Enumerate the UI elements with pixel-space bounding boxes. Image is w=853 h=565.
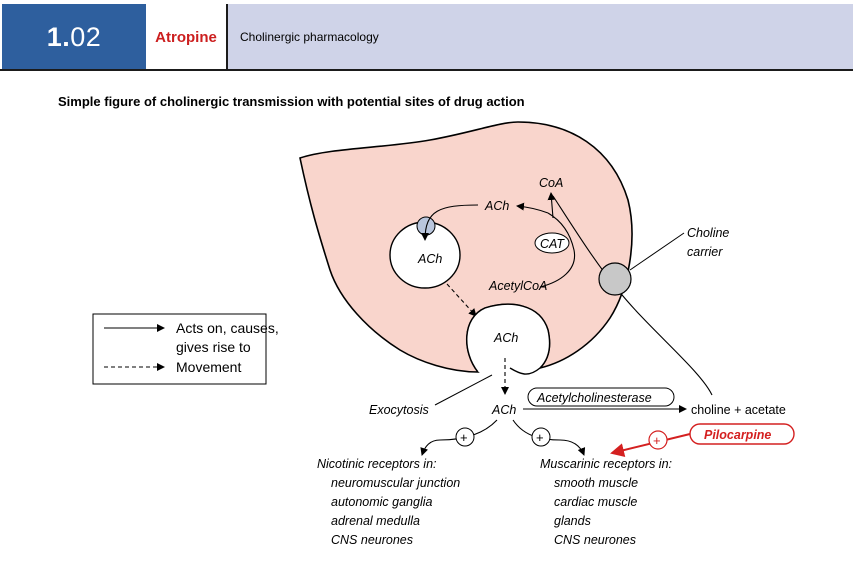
muscarinic-title: Muscarinic receptors in: bbox=[540, 457, 672, 471]
nicotinic-item-2: adrenal medulla bbox=[331, 514, 420, 528]
label-choline-acetate: choline + acetate bbox=[691, 403, 786, 417]
drug-name: Atropine bbox=[146, 4, 226, 70]
label-choline-carrier-1: Choline bbox=[687, 226, 729, 240]
nicotinic-item-1: autonomic ganglia bbox=[331, 495, 433, 509]
legend-movement: Movement bbox=[176, 359, 241, 375]
section-number-main: 1. bbox=[46, 21, 71, 52]
acetylcholinesterase-box bbox=[527, 387, 675, 407]
legend-box bbox=[92, 313, 267, 385]
pilocarpine-plus: + bbox=[653, 433, 661, 448]
muscarinic-item-1: cardiac muscle bbox=[554, 495, 637, 509]
nicotinic-plus-circle bbox=[455, 427, 475, 447]
label-ach-top: ACh bbox=[484, 199, 509, 213]
figure-title: Simple figure of cholinergic transmissio… bbox=[58, 94, 525, 109]
muscarinic-branch-arrow bbox=[512, 419, 586, 456]
label-pilocarpine: Pilocarpine bbox=[704, 428, 771, 442]
cat-enzyme bbox=[534, 232, 570, 254]
label-acetylcholinesterase: Acetylcholinesterase bbox=[536, 391, 652, 405]
coa-arrow bbox=[547, 192, 556, 219]
muscarinic-item-2: glands bbox=[554, 514, 591, 528]
section-number: 1.02 bbox=[2, 4, 146, 70]
cat-to-ach-arrow bbox=[516, 202, 549, 214]
label-exocytosis: Exocytosis bbox=[369, 403, 429, 417]
pilocarpine-plus-circle bbox=[648, 430, 668, 450]
exocytosis-vesicle bbox=[466, 303, 551, 375]
nicotinic-branch-arrow bbox=[420, 419, 498, 456]
legend-acts-on-line1: Acts on, causes, bbox=[176, 320, 279, 336]
muscarinic-plus: + bbox=[536, 430, 544, 445]
exocytosis-leader bbox=[434, 374, 493, 406]
muscarinic-plus-circle bbox=[531, 427, 551, 447]
label-choline-carrier-2: carrier bbox=[687, 245, 723, 259]
label-coa: CoA bbox=[539, 176, 563, 190]
nicotinic-title: Nicotinic receptors in: bbox=[317, 457, 437, 471]
nicotinic-plus: + bbox=[460, 430, 468, 445]
label-cat: CAT bbox=[540, 237, 565, 251]
carrier-leader-line bbox=[629, 232, 685, 271]
header-rule bbox=[0, 69, 853, 71]
page-header: 1.02 Atropine Cholinergic pharmacology bbox=[0, 0, 853, 72]
topic-title: Cholinergic pharmacology bbox=[228, 4, 853, 70]
header-divider bbox=[226, 4, 228, 70]
muscarinic-item-0: smooth muscle bbox=[554, 476, 638, 490]
muscarinic-item-3: CNS neurones bbox=[554, 533, 636, 547]
label-acetylcoa: AcetylCoA bbox=[488, 279, 547, 293]
nicotinic-item-3: CNS neurones bbox=[331, 533, 413, 547]
section-number-sub: 02 bbox=[70, 21, 102, 52]
ach-to-vesicle-arrow bbox=[421, 204, 479, 241]
choline-carrier bbox=[598, 262, 632, 296]
legend-acts-on-line2: gives rise to bbox=[176, 339, 251, 355]
label-ach-exo: ACh bbox=[493, 331, 518, 345]
vesicle-movement-arrow bbox=[446, 283, 477, 317]
acetylcoa-cycle bbox=[539, 212, 576, 288]
label-ach-cleft: ACh bbox=[491, 403, 516, 417]
nicotinic-item-0: neuromuscular junction bbox=[331, 476, 460, 490]
label-ach-vesicle: ACh bbox=[417, 252, 442, 266]
nerve-terminal bbox=[299, 121, 633, 373]
